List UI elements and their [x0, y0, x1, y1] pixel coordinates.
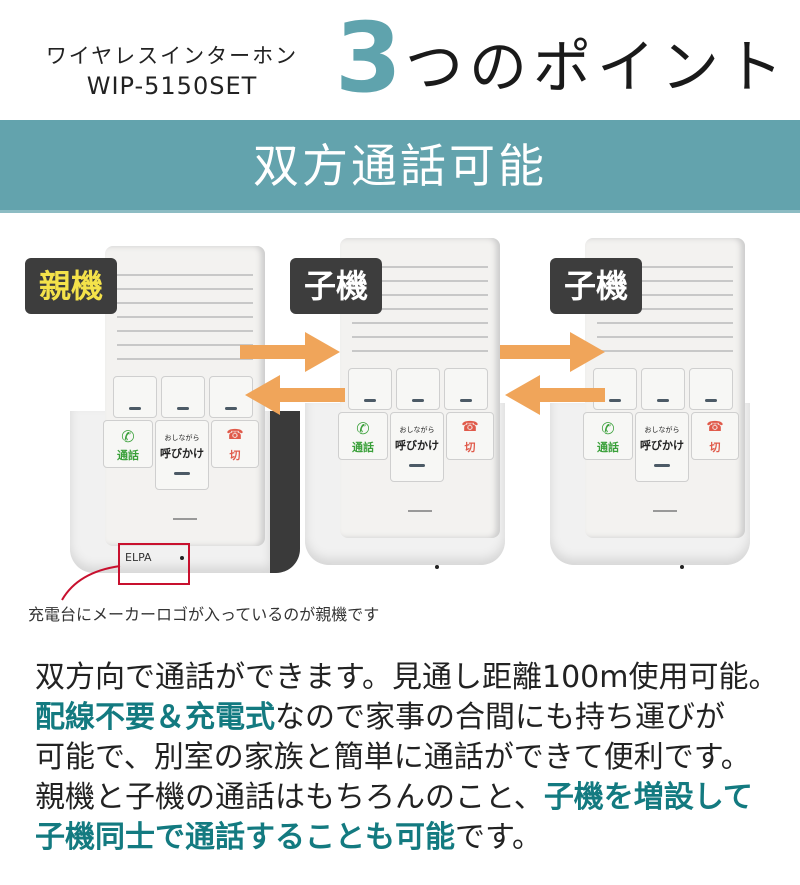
hangup-icon: ☎	[461, 419, 479, 435]
key-button[interactable]	[641, 368, 685, 410]
speaker-grille	[117, 288, 253, 290]
speaker-grille	[117, 302, 253, 304]
key-button[interactable]	[113, 376, 157, 418]
phone-icon: ✆	[356, 419, 370, 438]
speaker-grille	[352, 280, 488, 282]
description-line: 親機と子機の通話はもちろんのこと、子機を増設して	[35, 778, 778, 818]
end-button[interactable]: ☎切	[446, 412, 494, 460]
highlight-text: 子機同士で通話することも可能	[35, 820, 455, 855]
indicator-dot	[680, 565, 684, 569]
product-type: ワイヤレスインターホン	[45, 44, 299, 68]
arrow-left-icon	[505, 375, 605, 415]
arrow-right-icon	[240, 332, 340, 372]
hangup-icon: ☎	[226, 427, 244, 443]
call-button[interactable]: おしながら呼びかけ	[390, 412, 444, 482]
mic-slot	[653, 510, 677, 512]
arrow-right-icon	[500, 332, 605, 372]
key-button[interactable]	[396, 368, 440, 410]
key-button[interactable]	[689, 368, 733, 410]
speaker-grille	[352, 308, 488, 310]
parent-unit-label: 親機	[25, 258, 117, 314]
description-line: 双方向で通話ができます。見通し距離100m使用可能。	[35, 658, 778, 698]
speaker-grille	[117, 358, 253, 360]
child-unit-label: 子機	[290, 258, 382, 314]
text: 双方向で通話ができます。見通し距離100m使用可能。	[35, 660, 779, 695]
description-line: 子機同士で通話することも可能です。	[35, 818, 778, 858]
child-unit-label: 子機	[550, 258, 642, 314]
speaker-grille	[597, 280, 733, 282]
talk-button[interactable]: ✆通話	[338, 412, 388, 460]
speaker-grille	[597, 322, 733, 324]
speaker-grille	[597, 294, 733, 296]
headline: つのポイント	[405, 33, 790, 101]
caption: 充電台にメーカーロゴが入っているのが親機です	[28, 605, 380, 624]
mic-slot	[408, 510, 432, 512]
description-line: 配線不要＆充電式なので家事の合間にも持ち運びが	[35, 698, 778, 738]
key-button[interactable]	[209, 376, 253, 418]
talk-button[interactable]: ✆通話	[583, 412, 633, 460]
speaker-grille	[352, 294, 488, 296]
key-button[interactable]	[444, 368, 488, 410]
speaker-grille	[597, 350, 733, 352]
text: 親機と子機の通話はもちろんのこと、	[35, 780, 544, 815]
call-button[interactable]: おしながら呼びかけ	[155, 420, 209, 490]
point-count: 3	[335, 2, 402, 114]
mic-slot	[173, 518, 197, 520]
speaker-grille	[597, 336, 733, 338]
key-button[interactable]	[593, 368, 637, 410]
model-number: WIP-5150SET	[86, 72, 258, 100]
speaker-grille	[117, 274, 253, 276]
phone-icon: ✆	[601, 419, 615, 438]
indicator-dot	[435, 565, 439, 569]
highlight-text: 配線不要＆充電式	[35, 700, 275, 735]
end-button[interactable]: ☎切	[211, 420, 259, 468]
callout-line	[61, 565, 121, 601]
talk-button[interactable]: ✆通話	[103, 420, 153, 468]
text: 可能で、別室の家族と簡単に通話ができて便利です。	[35, 740, 751, 775]
speaker-grille	[597, 266, 733, 268]
key-button[interactable]	[348, 368, 392, 410]
speaker-grille	[352, 322, 488, 324]
arrow-left-icon	[245, 375, 345, 415]
speaker-grille	[352, 350, 488, 352]
speaker-grille	[117, 330, 253, 332]
phone-icon: ✆	[121, 427, 135, 446]
end-button[interactable]: ☎切	[691, 412, 739, 460]
key-button[interactable]	[161, 376, 205, 418]
text: です。	[455, 820, 542, 855]
speaker-grille	[352, 266, 488, 268]
highlight-text: 子機を増設して	[543, 780, 753, 815]
text: なので家事の合間にも持ち運びが	[275, 700, 725, 735]
section-band: 双方通話可能	[0, 120, 800, 213]
description: 双方向で通話ができます。見通し距離100m使用可能。 配線不要＆充電式なので家事…	[35, 658, 778, 858]
speaker-grille	[597, 308, 733, 310]
brand-logo: ELPA	[125, 551, 152, 564]
call-button[interactable]: おしながら呼びかけ	[635, 412, 689, 482]
speaker-grille	[117, 316, 253, 318]
speaker-grille	[117, 344, 253, 346]
description-line: 可能で、別室の家族と簡単に通話ができて便利です。	[35, 738, 778, 778]
logo-highlight-box	[118, 543, 190, 585]
section-title: 双方通話可能	[253, 139, 547, 193]
speaker-grille	[352, 336, 488, 338]
hangup-icon: ☎	[706, 419, 724, 435]
